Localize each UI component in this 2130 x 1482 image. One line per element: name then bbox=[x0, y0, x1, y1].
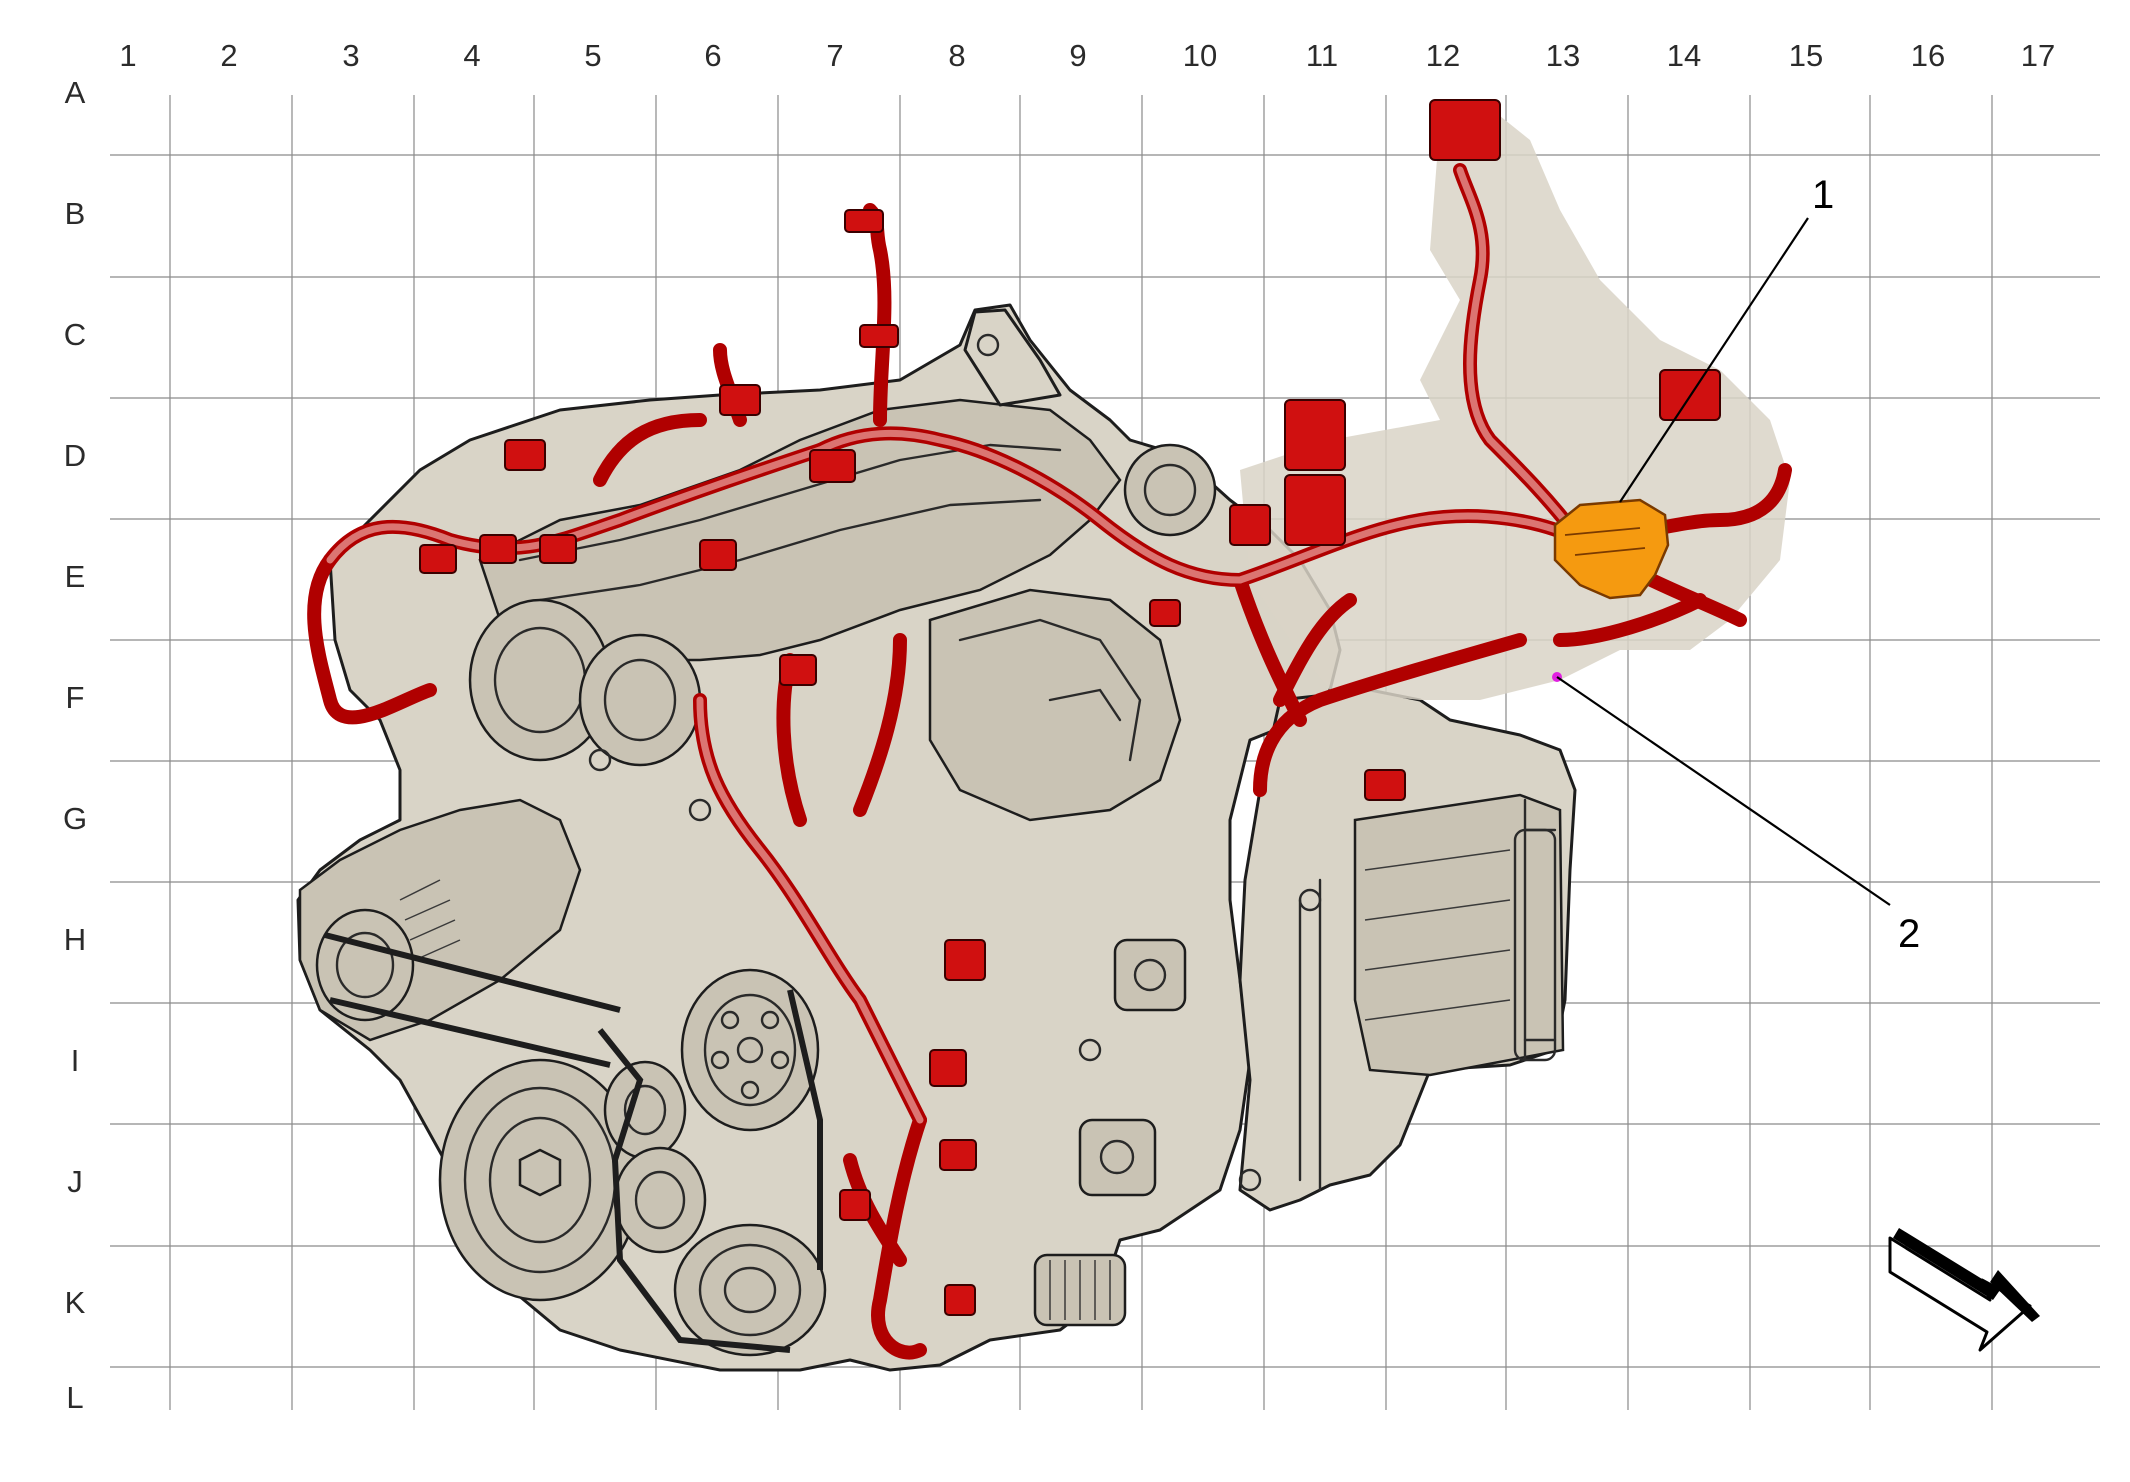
row-label: F bbox=[66, 680, 85, 715]
callout-1-label: 1 bbox=[1812, 173, 1834, 217]
connector bbox=[929, 1049, 967, 1087]
callout-2-label: 2 bbox=[1898, 912, 1920, 956]
water-pump-pulley bbox=[680, 968, 820, 1132]
column-label: 8 bbox=[948, 38, 965, 73]
connector bbox=[944, 1284, 976, 1316]
row-label: B bbox=[65, 196, 86, 231]
connector bbox=[944, 939, 986, 981]
column-label: 4 bbox=[463, 38, 480, 73]
harness-connectors bbox=[419, 99, 1721, 1316]
column-label: 6 bbox=[704, 38, 721, 73]
wiring-harness bbox=[307, 99, 1792, 1360]
column-label: 7 bbox=[826, 38, 843, 73]
column-label: 1 bbox=[119, 38, 136, 73]
callout-2: 2 bbox=[1556, 676, 1920, 956]
column-label: 11 bbox=[1306, 38, 1338, 73]
direction-arrow-icon bbox=[1888, 1228, 2040, 1352]
row-label: L bbox=[66, 1380, 83, 1415]
callout-1: 1 bbox=[1619, 173, 1834, 503]
row-label: I bbox=[71, 1043, 80, 1078]
engine-assembly bbox=[296, 100, 1790, 1372]
intake-manifold bbox=[928, 588, 1182, 822]
column-label: 15 bbox=[1789, 38, 1823, 73]
connector bbox=[779, 654, 817, 686]
crankshaft-pulley bbox=[438, 1058, 642, 1302]
column-label: 14 bbox=[1667, 38, 1701, 73]
connector bbox=[939, 1139, 977, 1171]
row-label: A bbox=[65, 75, 86, 110]
drive-belt bbox=[324, 932, 823, 1353]
connector bbox=[719, 384, 761, 416]
row-label: C bbox=[64, 317, 86, 352]
connector bbox=[859, 324, 899, 348]
connector bbox=[419, 544, 457, 574]
connector bbox=[1364, 769, 1406, 801]
connector bbox=[1149, 599, 1181, 627]
connector bbox=[1284, 399, 1346, 471]
row-label: G bbox=[63, 801, 87, 836]
column-label: 13 bbox=[1546, 38, 1580, 73]
connector bbox=[844, 209, 884, 233]
lifting-bracket bbox=[963, 308, 1062, 407]
row-label: E bbox=[65, 559, 86, 594]
control-module bbox=[1353, 793, 1565, 1077]
connector bbox=[1284, 474, 1346, 546]
row-label: H bbox=[64, 922, 86, 957]
row-label: D bbox=[64, 438, 86, 473]
connector bbox=[539, 534, 577, 564]
row-label: J bbox=[67, 1164, 83, 1199]
connector bbox=[1229, 504, 1271, 546]
connector bbox=[479, 534, 517, 564]
row-labels: A B C D E F G H I J K L bbox=[63, 75, 87, 1415]
connector bbox=[699, 539, 737, 571]
row-label: K bbox=[65, 1285, 86, 1320]
column-label: 9 bbox=[1069, 38, 1086, 73]
column-label: 17 bbox=[2021, 38, 2055, 73]
column-label: 12 bbox=[1426, 38, 1460, 73]
ac-compressor bbox=[673, 1223, 827, 1357]
connector bbox=[504, 439, 546, 471]
connector bbox=[1429, 99, 1501, 161]
harness-trunk-inner bbox=[326, 166, 1584, 1124]
column-label: 3 bbox=[342, 38, 359, 73]
connector bbox=[839, 1189, 871, 1221]
column-label: 5 bbox=[584, 38, 601, 73]
oil-filter bbox=[1033, 1253, 1127, 1327]
column-label: 10 bbox=[1183, 38, 1217, 73]
connector bbox=[809, 449, 856, 483]
column-label: 16 bbox=[1911, 38, 1945, 73]
column-label: 2 bbox=[220, 38, 237, 73]
cam-gear-covers bbox=[468, 598, 702, 767]
